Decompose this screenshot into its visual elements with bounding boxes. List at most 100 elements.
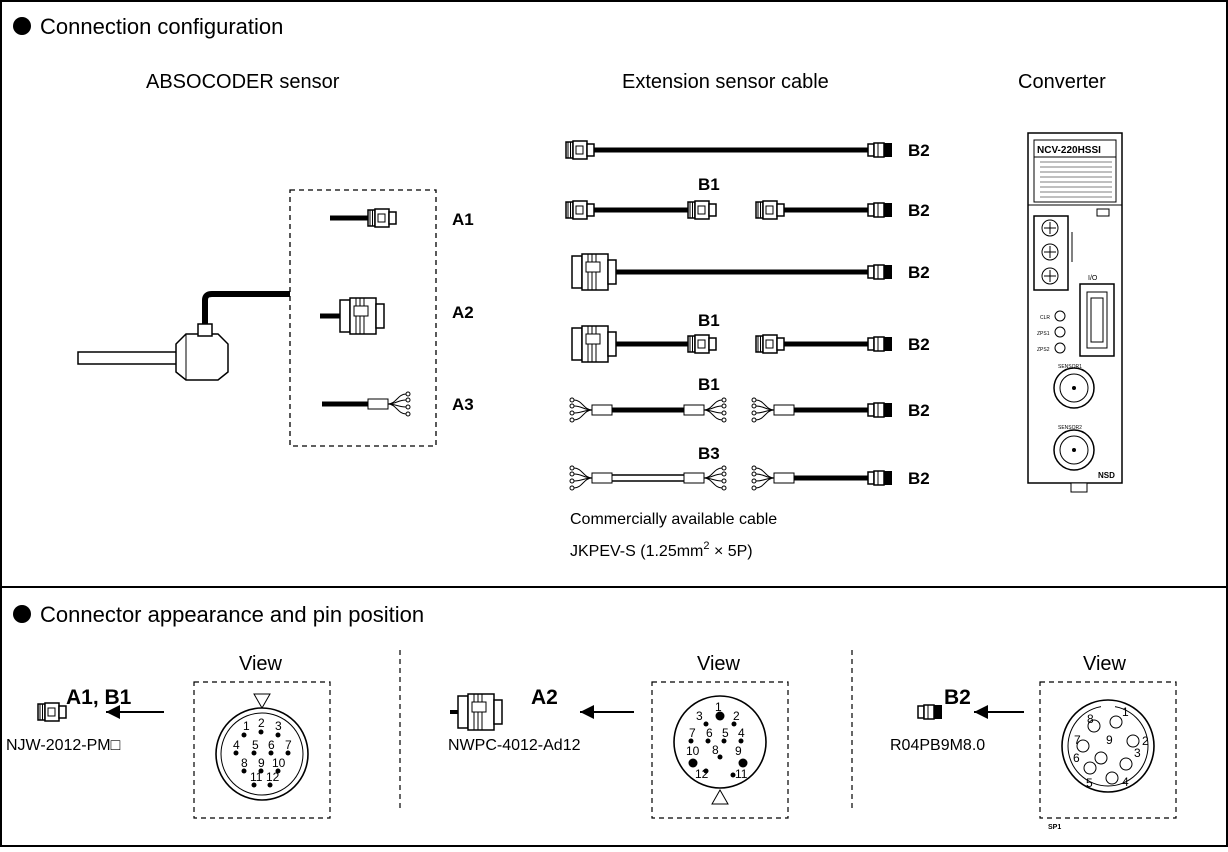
- conn3-pins: 1 2 3 4 5 6 7 8 9: [1073, 705, 1149, 790]
- cable-row-6: [569, 465, 893, 491]
- col-converter-heading: Converter: [1018, 71, 1106, 93]
- row5-label-b2: B2: [908, 401, 930, 420]
- conn1-view-box: [193, 681, 331, 819]
- svg-text:5: 5: [1086, 776, 1093, 790]
- conn2-key-mark: [711, 788, 729, 805]
- led-label-zps2: ZPS2: [1037, 347, 1050, 353]
- caption-line2: JKPEV-S (1.25mm2 × 5P): [570, 540, 753, 560]
- row1-label-b2: B2: [908, 141, 930, 160]
- svg-text:2: 2: [258, 716, 265, 730]
- svg-text:4: 4: [738, 726, 745, 740]
- led-zps2-icon: [1054, 342, 1066, 354]
- conn2-part: NWPC-4012-Ad12: [448, 737, 581, 754]
- conn3-label: B2: [944, 686, 971, 709]
- svg-text:8: 8: [712, 743, 719, 757]
- svg-text:6: 6: [706, 726, 713, 740]
- led-zps1-icon: [1054, 326, 1066, 338]
- row4-label-b2: B2: [908, 335, 930, 354]
- conn2-plug-icon: [450, 693, 634, 731]
- svg-text:11: 11: [250, 770, 263, 784]
- bullet-icon: [13, 17, 31, 35]
- conn1-label: A1, B1: [66, 686, 132, 709]
- cable-row-5: [569, 397, 893, 423]
- mount-clip: [1070, 482, 1088, 493]
- conn1-part: NJW-2012-PM□: [6, 737, 121, 754]
- svg-text:9: 9: [735, 744, 742, 758]
- svg-text:3: 3: [275, 719, 282, 733]
- led-label-clr: CLR: [1040, 315, 1050, 321]
- conn1-key-mark: [253, 693, 271, 710]
- a1-connector-icon: [330, 208, 397, 228]
- conn1-pins: 1 2 3 4 5 6 7 8 9 10 11 12: [233, 716, 292, 788]
- col-sensor-heading: ABSOCODER sensor: [146, 71, 340, 93]
- svg-text:7: 7: [1074, 733, 1081, 747]
- bullet-icon: [13, 605, 31, 623]
- cable-row-1: [565, 140, 893, 160]
- row2-label-b1: B1: [698, 175, 720, 194]
- row2-label-b2: B2: [908, 201, 930, 220]
- caption-line1: Commercially available cable: [570, 511, 777, 528]
- sensor1-label: SENSOR1: [1058, 364, 1082, 370]
- svg-text:1: 1: [243, 719, 250, 733]
- conn1-face-icon: [215, 707, 309, 801]
- row6-label-b3: B3: [698, 444, 720, 463]
- col-cable-heading: Extension sensor cable: [622, 71, 829, 93]
- svg-text:6: 6: [1073, 751, 1080, 765]
- section2-title: Connector appearance and pin position: [40, 602, 424, 627]
- svg-text:1: 1: [715, 700, 722, 714]
- section1-title: Connection configuration: [40, 14, 283, 39]
- conn1-plug-icon: [37, 702, 164, 722]
- row3-label-b2: B2: [908, 263, 930, 282]
- conn2-pins: 1 2 3 4 5 6 7 8 9 10 11 12: [686, 700, 748, 781]
- svg-text:5: 5: [722, 726, 729, 740]
- dip-switch-icon: [1096, 208, 1110, 217]
- conn3-plug-icon: [917, 704, 1024, 720]
- conn2-view-box: [651, 681, 789, 819]
- label-a3: A3: [452, 395, 474, 414]
- sensor-options-box: [289, 189, 437, 447]
- label-a1: A1: [452, 210, 474, 229]
- row6-label-b2: B2: [908, 469, 930, 488]
- svg-text:2: 2: [1142, 734, 1149, 748]
- conn3-view-box: [1039, 681, 1177, 819]
- label-a2: A2: [452, 303, 474, 322]
- io-label: I/O: [1088, 275, 1098, 282]
- converter-table-lines: [1040, 161, 1112, 198]
- svg-text:10: 10: [686, 744, 700, 758]
- caption-line2-pre: JKPEV-S (1.25mm: [570, 543, 703, 560]
- conn1-view-label: View: [239, 653, 283, 675]
- led-clr-icon: [1054, 310, 1066, 322]
- brand-logo: NSD: [1098, 471, 1115, 480]
- sensor2-label: SENSOR2: [1058, 425, 1082, 431]
- row4-label-b1: B1: [698, 311, 720, 330]
- svg-text:3: 3: [696, 709, 703, 723]
- conn3-view-label: View: [1083, 653, 1127, 675]
- svg-text:9: 9: [1106, 733, 1113, 747]
- conn2-view-label: View: [697, 653, 741, 675]
- a3-cable-icon: [322, 391, 411, 417]
- svg-text:12: 12: [266, 770, 280, 784]
- svg-text:11: 11: [735, 767, 748, 781]
- svg-text:7: 7: [285, 738, 292, 752]
- svg-text:8: 8: [241, 756, 248, 770]
- svg-text:3: 3: [1134, 746, 1141, 760]
- svg-text:8: 8: [1087, 712, 1094, 726]
- cable-row-2: [565, 200, 893, 220]
- cable-row-3: [571, 253, 893, 291]
- svg-text:1: 1: [1122, 705, 1129, 719]
- svg-text:7: 7: [689, 726, 696, 740]
- converter-model: NCV-220HSSI: [1037, 145, 1101, 156]
- cable-row-4: [571, 325, 893, 363]
- svg-text:9: 9: [258, 756, 265, 770]
- svg-text:5: 5: [252, 738, 259, 752]
- a2-connector-icon: [320, 297, 385, 335]
- row5-label-b1: B1: [698, 375, 720, 394]
- caption-line2-sup: 2: [703, 540, 709, 552]
- conn2-label: A2: [531, 686, 558, 709]
- led-label-zps1: ZPS1: [1037, 331, 1050, 337]
- absocoder-sensor-icon: [77, 291, 290, 381]
- caption-line2-post: × 5P): [710, 543, 753, 560]
